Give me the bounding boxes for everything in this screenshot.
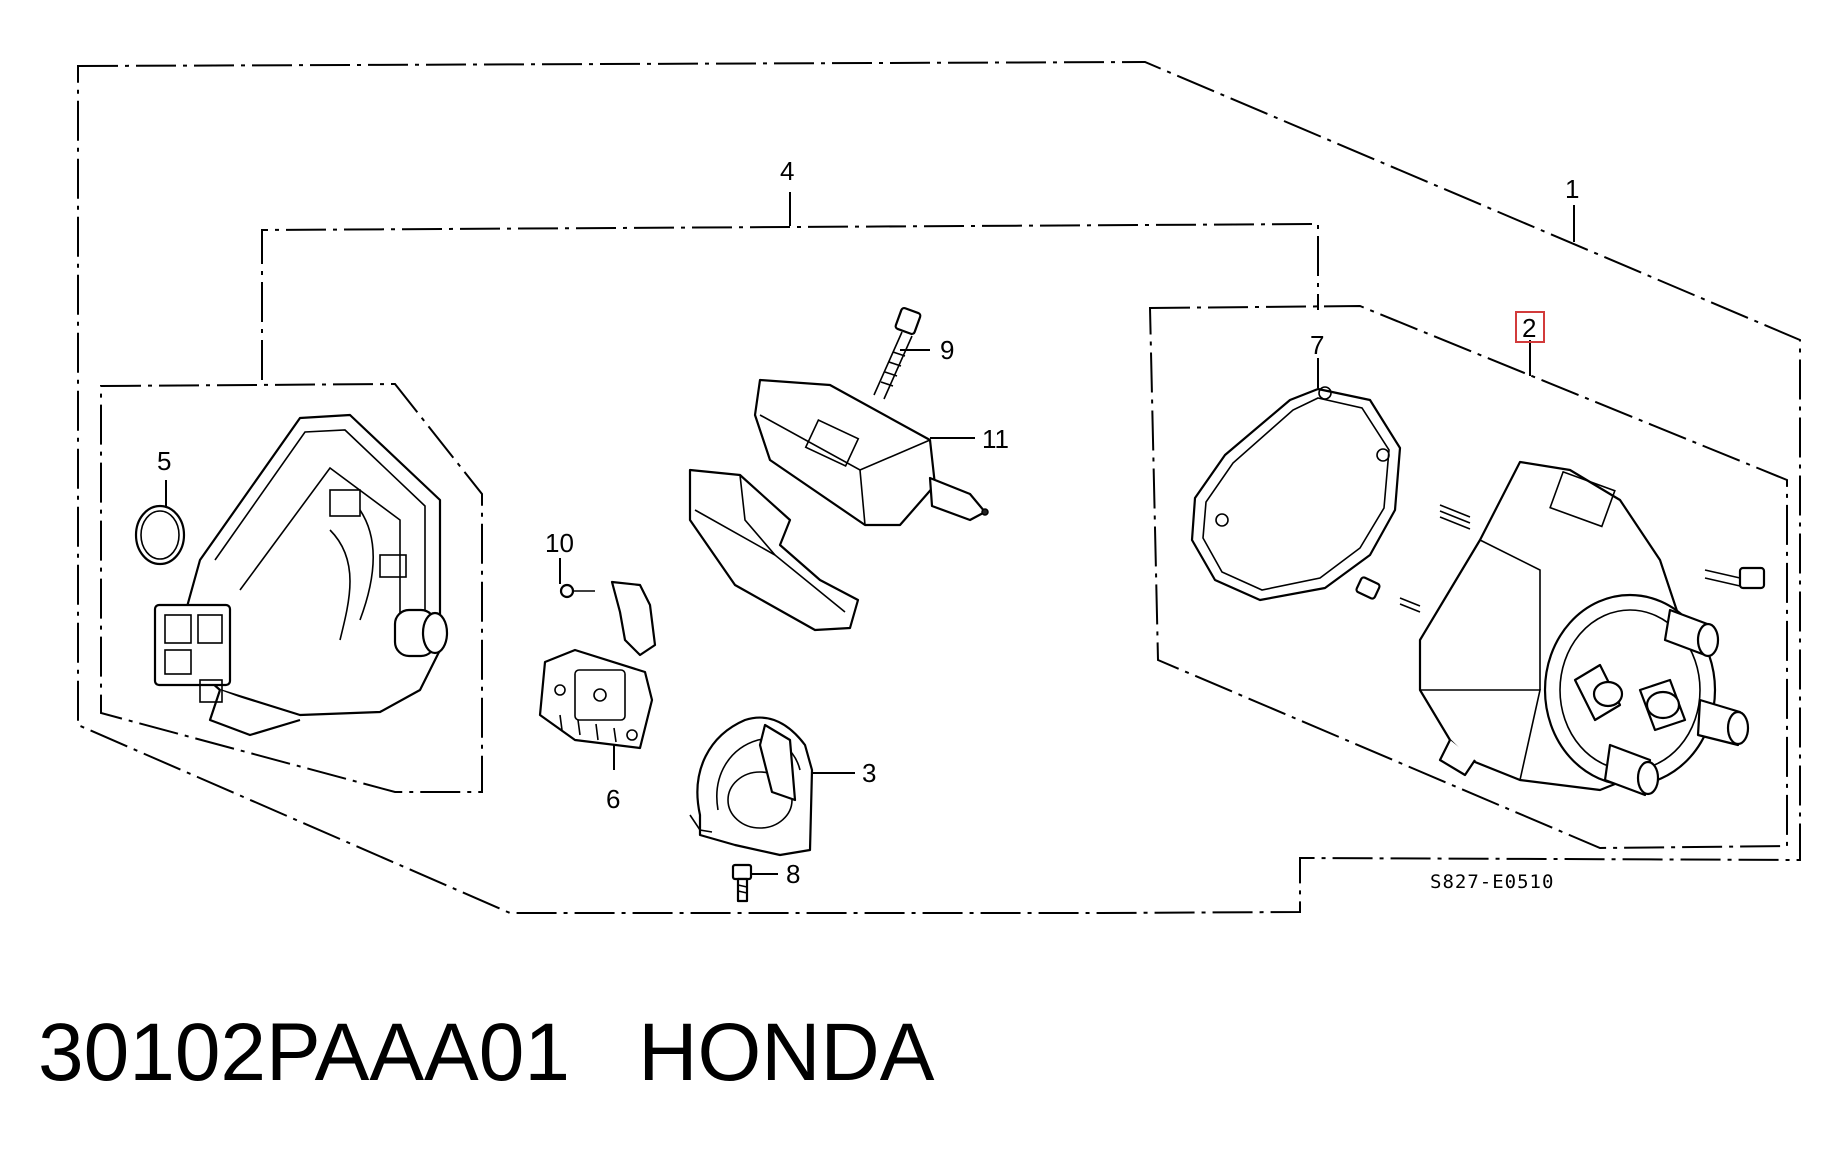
- callout-11: 11: [982, 424, 1009, 454]
- housing-frame: [100, 382, 483, 793]
- callout-4: 4: [780, 156, 794, 186]
- cap-tower-bottom: [1603, 743, 1660, 797]
- cap-tower-center: [1638, 678, 1687, 732]
- callout-2: 2: [1522, 313, 1536, 343]
- assembly-frame-4: [261, 222, 1319, 380]
- cap-gasket-part: [1190, 386, 1402, 602]
- callout-10: 10: [545, 528, 574, 558]
- cap-tower-top: [1663, 608, 1720, 658]
- bolt-part-9: [873, 306, 922, 400]
- cap-tower-right: [1696, 698, 1750, 747]
- o-ring-part: [134, 504, 186, 566]
- bolt-part-8: [731, 863, 753, 903]
- assembly-frame-1: [77, 60, 1801, 914]
- screw-part-10: [559, 580, 657, 657]
- diagram-code: S827-E0510: [1430, 871, 1554, 893]
- cap-frame-2: [1148, 304, 1788, 850]
- callout-7: 7: [1310, 330, 1324, 360]
- callout-2-highlight: [1515, 311, 1545, 343]
- ignition-coil-part: [753, 378, 989, 527]
- distributor-cap-part: [1418, 460, 1750, 797]
- callout-1: 1: [1565, 174, 1579, 204]
- coil-bracket-part: [688, 468, 860, 632]
- distributor-housing-part: [153, 413, 449, 737]
- callout-3: 3: [862, 758, 876, 788]
- callout-8: 8: [786, 859, 800, 889]
- callout-6: 6: [606, 784, 620, 814]
- callout-9: 9: [940, 335, 954, 365]
- rotor-cover-part: [689, 716, 814, 857]
- callout-5: 5: [157, 446, 171, 476]
- cap-spring-parts: [1355, 504, 1766, 613]
- igniter-module-part: [538, 648, 654, 750]
- part-number-title: 30102PAAA01 HONDA: [38, 1007, 935, 1098]
- cap-tower-left: [1573, 663, 1624, 722]
